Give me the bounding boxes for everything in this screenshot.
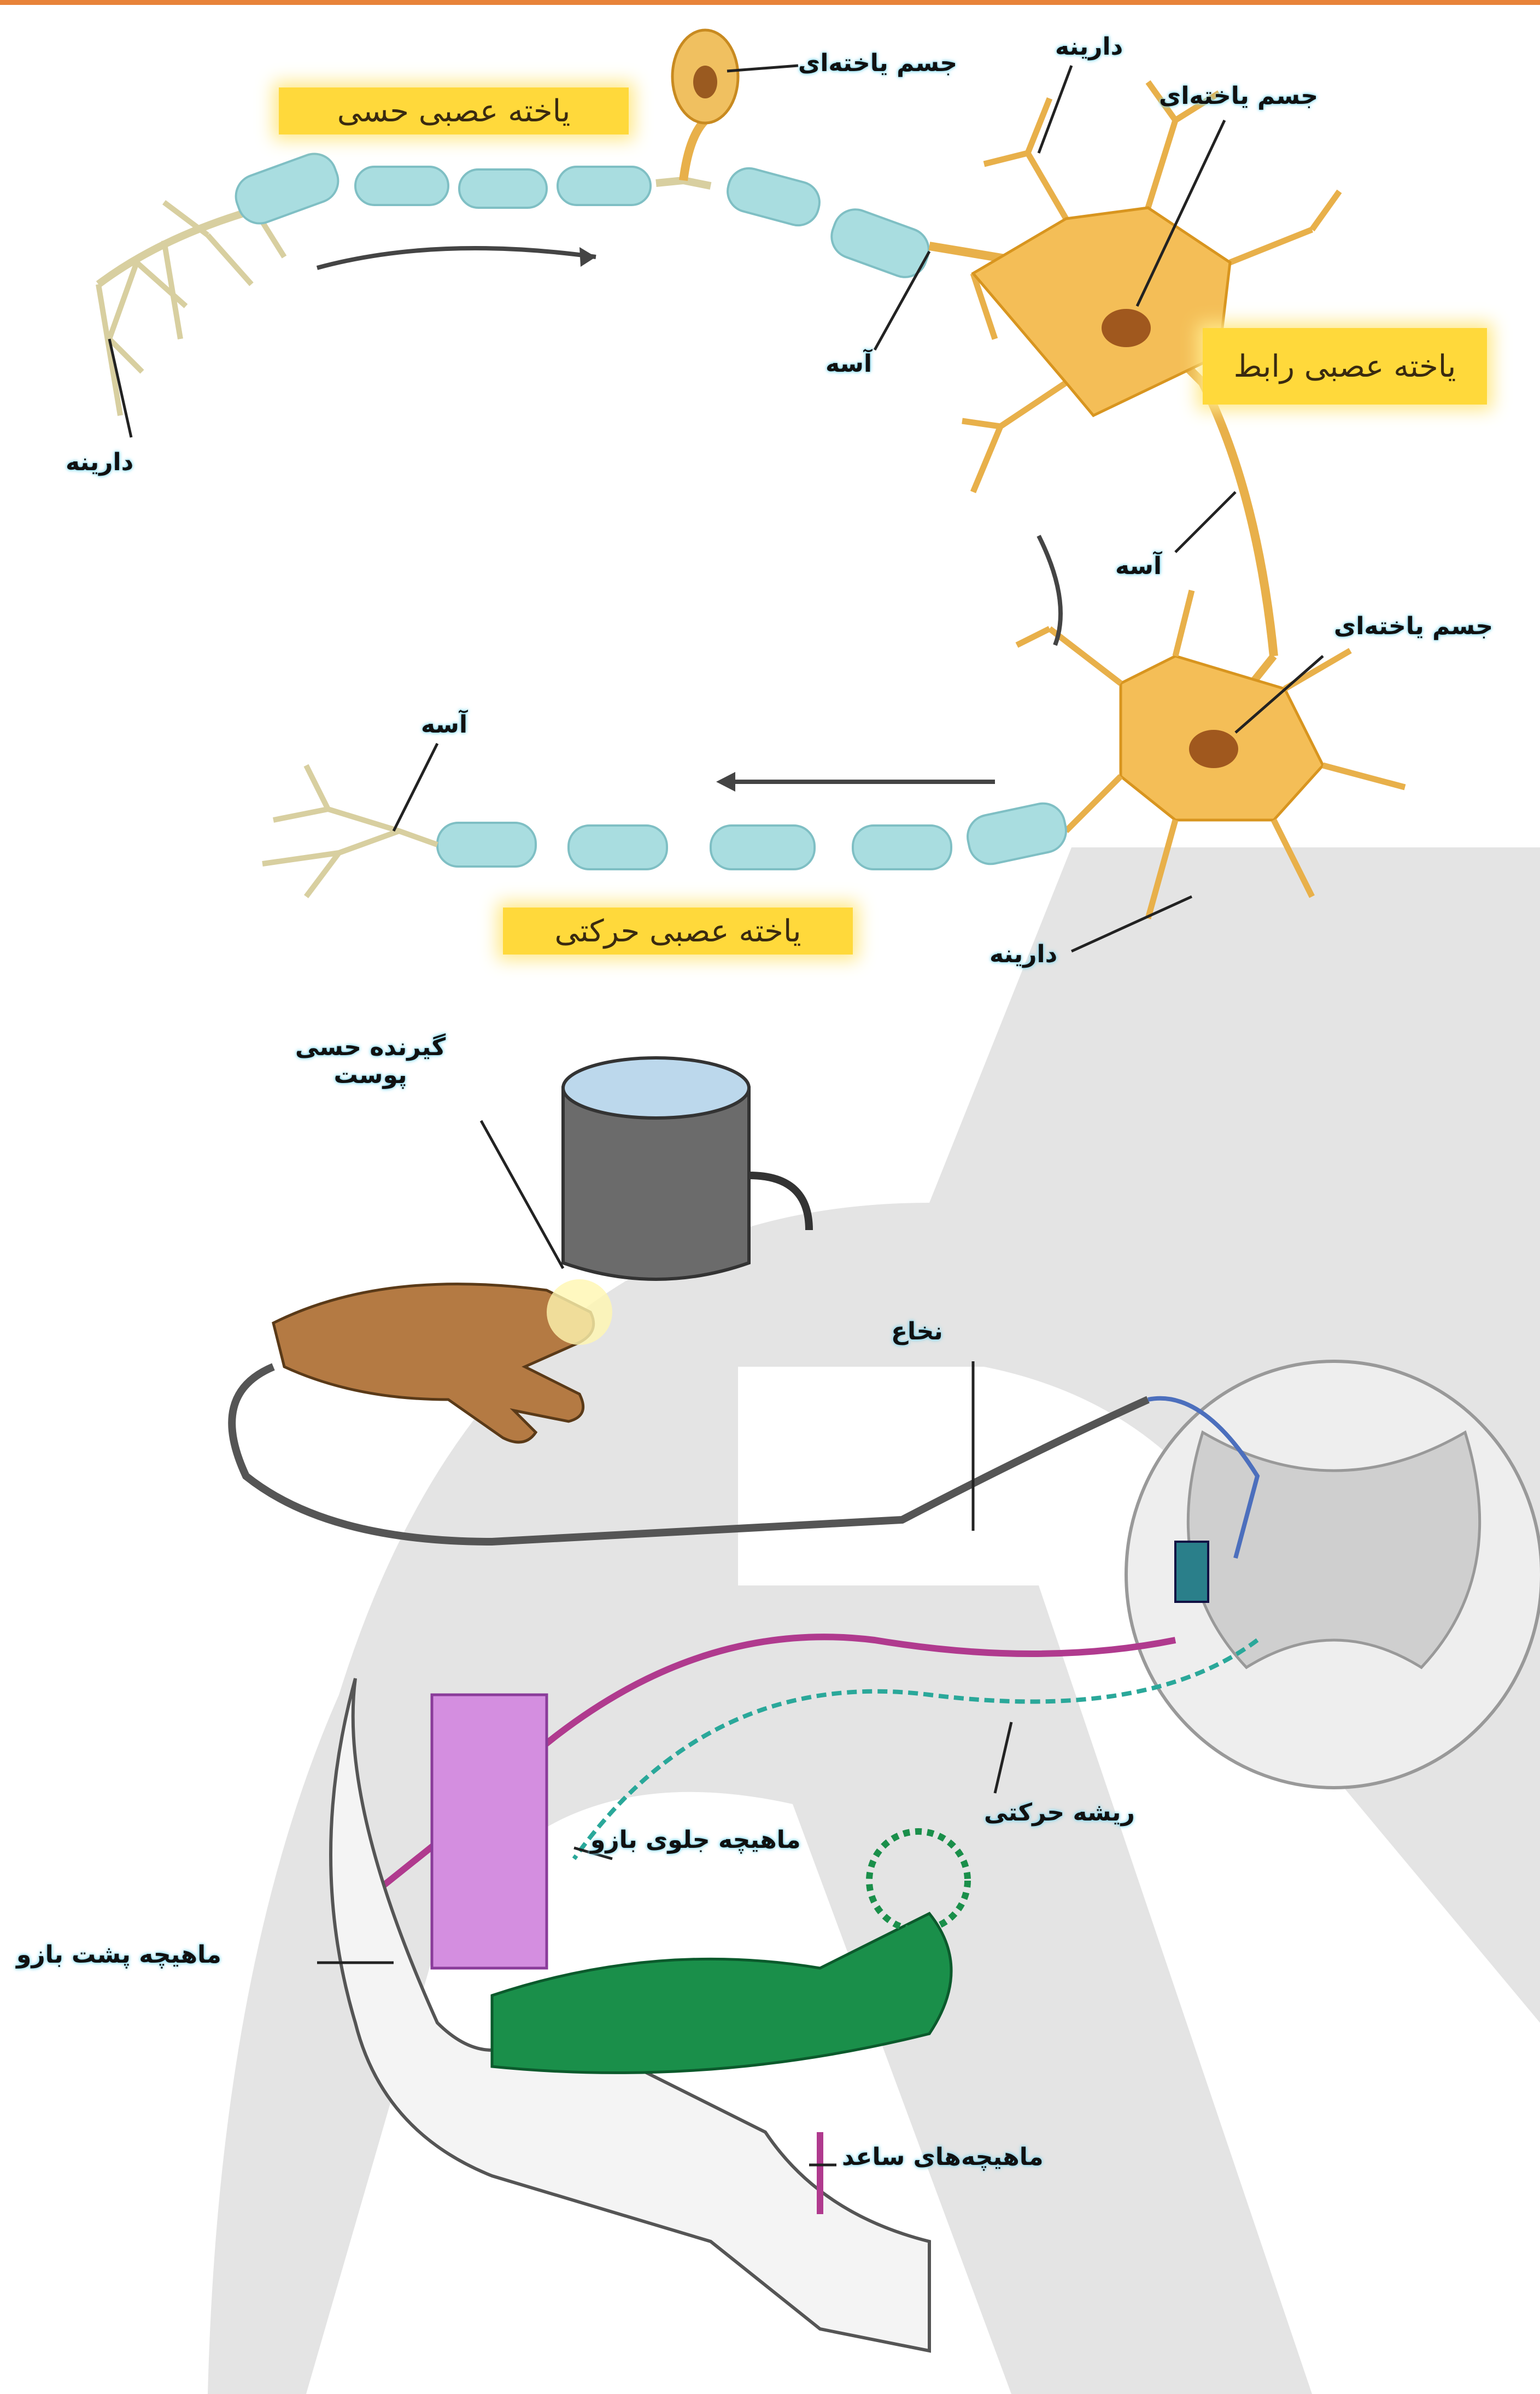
triceps-label: ماهیچه پشت بازو [16, 1941, 221, 1969]
dendrite-label-sensory: دارینه [66, 448, 133, 476]
cell-body-label-motor: جسم یاخته‌ای [1334, 612, 1493, 640]
motor-neuron-label: یاخته عصبی حرکتی [503, 908, 853, 955]
cell-body-label-sensory: جسم یاخته‌ای [798, 49, 957, 77]
dendrite-label-motor: دارینه [989, 940, 1057, 968]
axon-label-sensory: آسه [825, 350, 872, 378]
axon-label-inter: آسه [1115, 552, 1162, 580]
motor-root-label: ریشه حرکتی [984, 1799, 1135, 1827]
sensory-neuron-label: یاخته عصبی حسی [279, 87, 629, 134]
spinal-cord-label: نخاع [891, 1318, 943, 1345]
cell-body-label-inter: جسم یاخته‌ای [1159, 82, 1318, 110]
receptor-label: گیرنده حسی پوست [295, 1033, 446, 1089]
forearm-muscle [492, 1913, 951, 2073]
spinal-cord [1126, 1361, 1540, 1788]
interneuron-label: یاخته عصبی رابط [1203, 328, 1487, 405]
axon-label-motor: آسه [421, 711, 467, 739]
dendrite-label-inter: دارینه [1055, 33, 1123, 61]
biceps-muscle [432, 1695, 547, 1968]
biceps-label: ماهیچه جلوی بازو [590, 1826, 801, 1854]
forearm-label: ماهیچه‌های ساعد [842, 2143, 1044, 2171]
